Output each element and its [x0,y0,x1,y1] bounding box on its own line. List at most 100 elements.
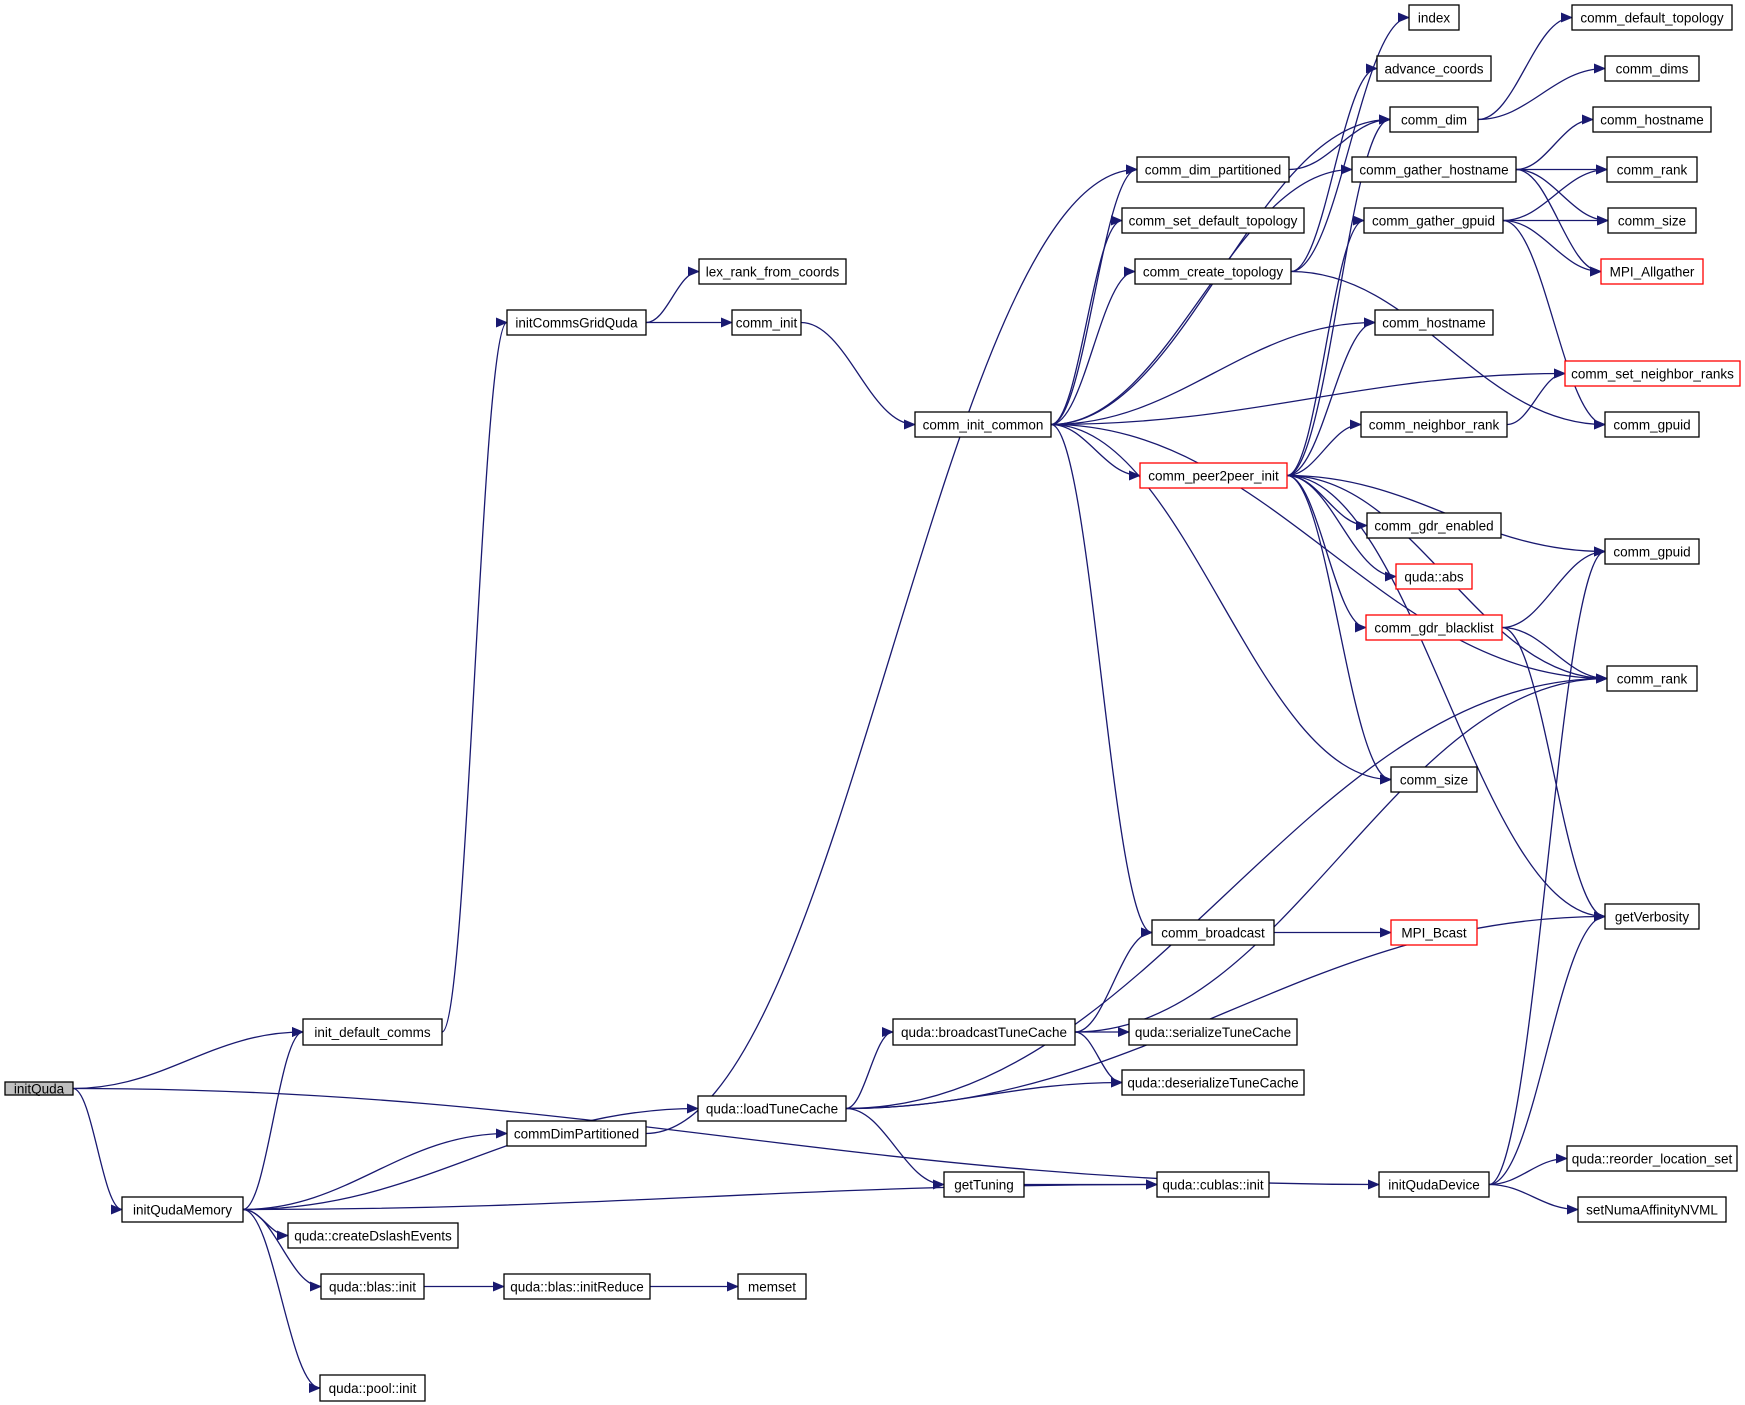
node-memset[interactable]: memset [737,1273,807,1300]
node-advance_coords[interactable]: advance_coords [1376,55,1492,82]
node-MPI_Bcast[interactable]: MPI_Bcast [1390,919,1478,946]
edge-line [242,1208,322,1292]
node-comm_peer2peer_init[interactable]: comm_peer2peer_init [1139,462,1288,489]
node-comm_gpuid[interactable]: comm_gpuid [1604,538,1700,565]
edge-line [800,321,916,430]
node-label: quda::blas::init [329,1280,416,1295]
edge-line [1502,219,1602,277]
node-quda_createDslashEvents[interactable]: quda::createDslashEvents [287,1222,459,1249]
node-comm_dim_partitioned[interactable]: comm_dim_partitioned [1136,156,1290,183]
edge-line [72,1027,304,1090]
edge-quda_broadcastTuneCache-to-comm_rank [1074,673,1608,1033]
node-setNumaAffinityNVML[interactable]: setNumaAffinityNVML [1577,1196,1727,1223]
node-box [1366,512,1502,539]
node-getTuning[interactable]: getTuning [943,1171,1025,1198]
edge-line [645,266,700,324]
edge-quda_loadTuneCache-to-getTuning [845,1107,945,1190]
node-label: getVerbosity [1615,910,1690,925]
node-init_default_comms[interactable]: init_default_comms [302,1018,443,1046]
edge-line [72,1087,123,1215]
edge-line [1286,474,1367,633]
node-initQudaMemory[interactable]: initQudaMemory [121,1196,244,1223]
edge-quda_loadTuneCache-to-getVerbosity [845,911,1606,1110]
node-label: comm_neighbor_rank [1369,418,1500,433]
edge-line [1050,368,1566,426]
node-label: comm_set_default_topology [1129,214,1298,229]
node-quda_blas_init[interactable]: quda::blas::init [320,1273,425,1300]
node-label: comm_init_common [923,418,1044,433]
node-index[interactable]: index [1408,4,1460,31]
node-comm_init_common[interactable]: comm_init_common [914,411,1052,438]
edge-comm_peer2peer_init-to-comm_gather_gpuid [1286,215,1365,477]
node-box [4,1081,74,1096]
node-label: quda::deserializeTuneCache [1127,1076,1298,1091]
node-comm_set_neighbor_ranks[interactable]: comm_set_neighbor_ranks [1564,360,1741,387]
node-quda_cublas_init[interactable]: quda::cublas::init [1156,1171,1270,1198]
node-comm_gpuid_top[interactable]: comm_gpuid [1604,411,1700,438]
node-comm_init[interactable]: comm_init [731,309,802,336]
node-initCommsGridQuda[interactable]: initCommsGridQuda [506,309,647,336]
node-comm_dims[interactable]: comm_dims [1604,55,1700,82]
node-lex_rank_from_coords[interactable]: lex_rank_from_coords [698,258,847,285]
node-quda_deserializeTuneCache[interactable]: quda::deserializeTuneCache [1121,1069,1305,1096]
edge-initQudaMemory-to-init_default_comms [242,1027,304,1211]
node-label: comm_rank [1617,672,1688,687]
node-label: quda::pool::init [329,1381,417,1396]
node-quda_broadcastTuneCache[interactable]: quda::broadcastTuneCache [892,1018,1076,1046]
node-MPI_Allgather[interactable]: MPI_Allgather [1600,258,1704,285]
node-comm_set_default_topology[interactable]: comm_set_default_topology [1121,207,1305,234]
node-comm_neighbor_rank[interactable]: comm_neighbor_rank [1360,411,1508,438]
node-comm_gather_gpuid[interactable]: comm_gather_gpuid [1363,207,1504,234]
node-box [1577,1196,1727,1223]
node-quda_reorder_location_set[interactable]: quda::reorder_location_set [1566,1145,1738,1172]
edge-comm_init_common-to-comm_size [1050,423,1392,785]
edge-initQudaDevice-to-comm_gpuid [1488,546,1606,1186]
edge-comm_gather_hostname-to-comm_size_top [1515,168,1609,226]
edge-line [1050,164,1353,426]
node-initQuda[interactable]: initQuda [4,1081,74,1097]
node-label: quda::createDslashEvents [294,1229,452,1244]
edge-commDimPartitioned-to-comm_dim_partitioned [645,164,1138,1135]
node-box [1390,919,1478,946]
node-quda_pool_init[interactable]: quda::pool::init [319,1374,426,1402]
node-comm_create_topology[interactable]: comm_create_topology [1134,258,1292,285]
edge-line [242,1208,321,1393]
node-comm_gather_hostname[interactable]: comm_gather_hostname [1351,156,1517,183]
node-initQudaDevice[interactable]: initQudaDevice [1378,1171,1490,1198]
node-box [1363,207,1504,234]
node-quda_abs[interactable]: quda::abs [1395,563,1473,590]
node-label: comm_gdr_enabled [1374,519,1493,534]
node-comm_hostname[interactable]: comm_hostname [1374,309,1494,336]
node-quda_blas_initReduce[interactable]: quda::blas::initReduce [503,1273,651,1300]
node-commDimPartitioned[interactable]: commDimPartitioned [506,1120,647,1147]
edge-line [242,1128,508,1211]
edge-comm_init-to-comm_init_common [800,321,916,430]
edge-quda_loadTuneCache-to-comm_rank [845,673,1608,1110]
edge-initQudaDevice-to-quda_reorder_location_set [1488,1153,1568,1186]
node-label: setNumaAffinityNVML [1586,1203,1718,1218]
node-comm_size[interactable]: comm_size [1390,766,1478,793]
node-comm_gdr_blacklist[interactable]: comm_gdr_blacklist [1365,614,1503,641]
node-getVerbosity[interactable]: getVerbosity [1604,903,1700,930]
node-comm_gdr_enabled[interactable]: comm_gdr_enabled [1366,512,1502,539]
node-comm_broadcast[interactable]: comm_broadcast [1151,919,1275,946]
node-comm_hostname_top[interactable]: comm_hostname [1592,106,1712,133]
node-label: comm_size [1618,214,1686,229]
node-comm_size_top[interactable]: comm_size [1607,207,1697,234]
node-quda_loadTuneCache[interactable]: quda::loadTuneCache [697,1095,847,1122]
edge-comm_dim_partitioned-to-comm_dim [1288,114,1391,171]
node-box [1389,106,1479,133]
edge-init_default_comms-to-initCommsGridQuda [441,317,508,1033]
edge-line [845,1077,1123,1110]
node-box [1564,360,1741,387]
edge-initQudaMemory-to-quda_loadTuneCache [242,1103,699,1211]
edge-line [1286,215,1365,477]
node-comm_rank[interactable]: comm_rank [1606,665,1698,692]
node-label: comm_gpuid [1613,545,1690,560]
node-quda_serializeTuneCache[interactable]: quda::serializeTuneCache [1128,1018,1298,1046]
node-comm_rank_top[interactable]: comm_rank [1606,156,1698,183]
edge-comm_create_topology-to-comm_gpuid_top [1290,270,1606,430]
node-box [1604,411,1700,438]
node-comm_dim[interactable]: comm_dim [1389,106,1479,133]
node-comm_default_topology[interactable]: comm_default_topology [1571,4,1733,31]
